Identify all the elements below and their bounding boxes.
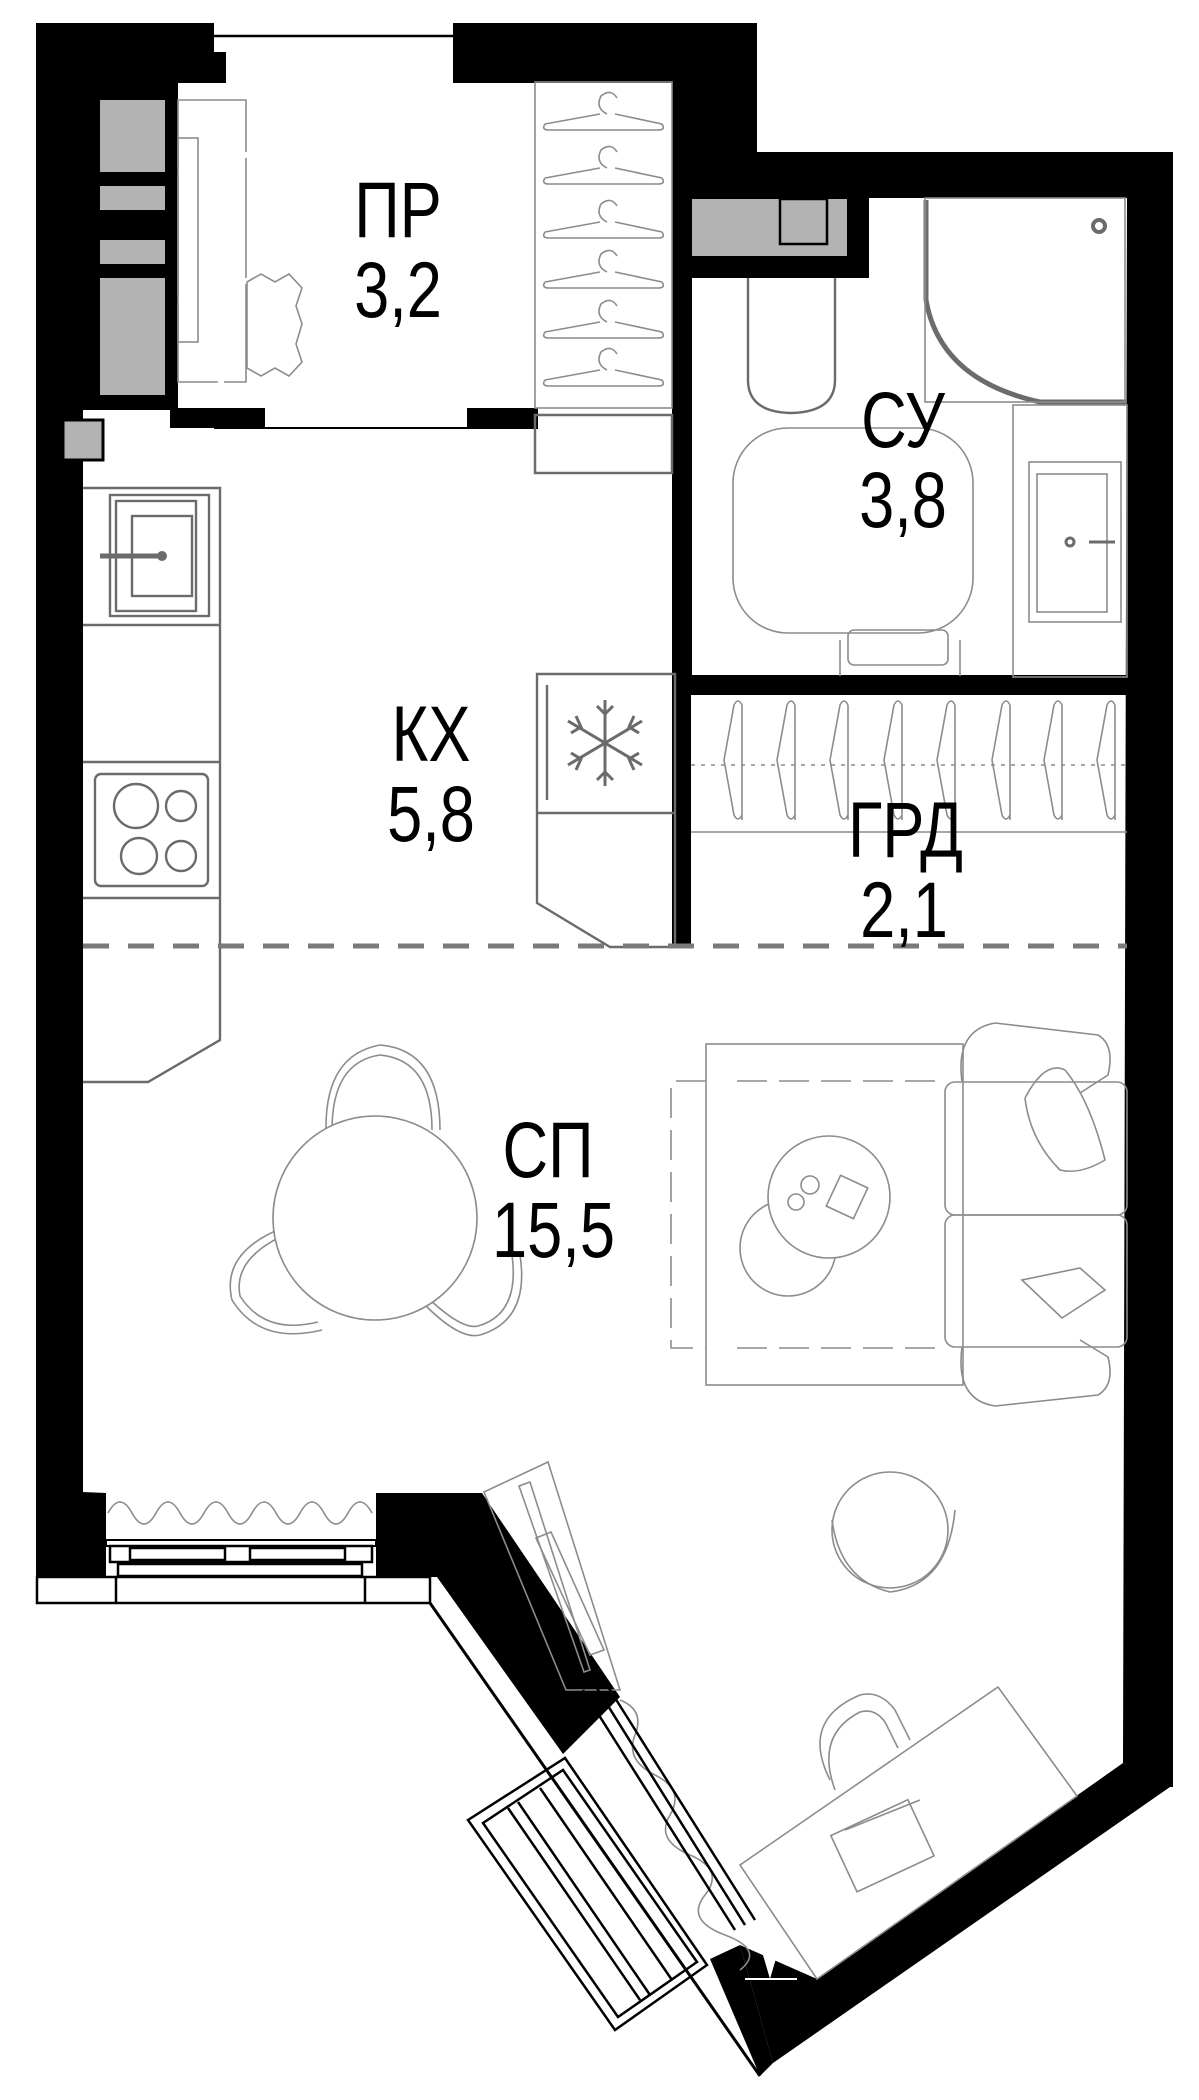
stove-icon <box>93 772 210 888</box>
room-code: СП <box>502 1105 594 1194</box>
room-area: 15,5 <box>492 1185 616 1274</box>
room-code: КХ <box>391 689 471 778</box>
room-code: СУ <box>861 375 945 464</box>
sofa <box>944 1022 1128 1407</box>
room-label-kx: КХ 5,8 <box>379 694 483 854</box>
room-label-sp: СП 15,5 <box>492 1105 616 1274</box>
room-label-pr: ПР 3,2 <box>350 170 446 330</box>
window-left <box>35 1539 432 1605</box>
fridge <box>535 672 677 949</box>
bathroom-fixtures <box>692 197 1128 678</box>
coffee-tables <box>739 1135 891 1297</box>
curtain-left-window <box>107 1501 373 1525</box>
room-label-su: СУ 3,8 <box>851 380 955 540</box>
desk <box>738 1685 1079 1981</box>
balcony-door <box>466 1681 757 2032</box>
hallway-furniture <box>61 81 674 475</box>
living-room-furniture <box>229 1022 1128 1981</box>
room-label-grd: ГРД 2,1 <box>848 785 963 954</box>
arrow-down-icon <box>745 1927 797 1980</box>
pouf <box>831 1471 956 1593</box>
tv-console <box>482 1460 622 1691</box>
room-code: ГРД <box>848 785 963 874</box>
walls <box>36 23 1173 2076</box>
curtain-balcony-window <box>619 1699 751 1971</box>
room-area: 5,8 <box>387 769 475 858</box>
room-area: 2,1 <box>860 865 948 954</box>
dressing-room-rail <box>691 700 1127 833</box>
sink-icon <box>100 493 211 618</box>
room-code: ПР <box>354 165 442 254</box>
room-area: 3,8 <box>859 455 947 544</box>
hanger-rail <box>542 91 665 387</box>
dining-table <box>229 1044 523 1337</box>
room-area: 3,2 <box>354 245 442 334</box>
facade-outline <box>428 1602 762 2077</box>
snowflake-icon <box>567 700 643 786</box>
